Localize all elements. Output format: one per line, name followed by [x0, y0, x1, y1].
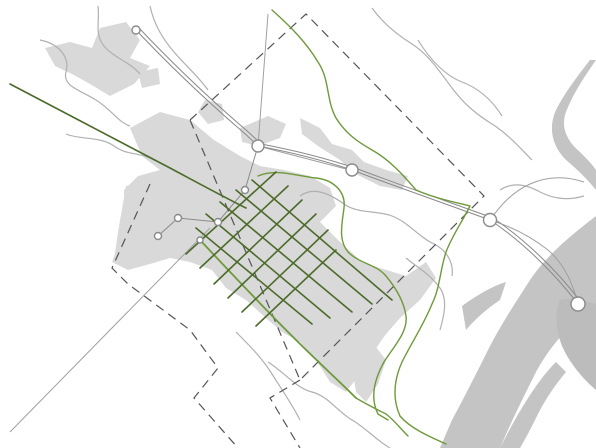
- green-outer-loop: [271, 9, 471, 445]
- urban-area-north: [45, 22, 150, 96]
- station-branch-3[interactable]: [173, 213, 183, 223]
- station-east-hub[interactable]: [345, 163, 359, 177]
- urban-area-mid-north: [240, 116, 286, 146]
- stream-south-meander: [267, 361, 391, 448]
- stream-west: [65, 133, 155, 161]
- station-far-east[interactable]: [570, 296, 586, 312]
- station-branch-4[interactable]: [153, 231, 163, 241]
- grid-se-2: [219, 201, 353, 313]
- rail-line-b: [138, 27, 582, 303]
- green-west-corridor: [9, 83, 247, 209]
- stream-north-3: [149, 5, 209, 91]
- green-south-diagonal: [199, 239, 357, 399]
- green-south-spine: [355, 397, 409, 437]
- urban-area-west-lobe: [114, 180, 206, 268]
- green-inner-loop: [257, 171, 407, 421]
- urban-area-southeast-tongue: [350, 342, 386, 402]
- stream-north-2: [97, 5, 141, 75]
- river-south-branch: [500, 362, 566, 448]
- stream-north-1: [39, 39, 131, 127]
- road-east-to-river: [489, 219, 579, 305]
- stream-southwest: [235, 331, 301, 421]
- station-river-crossing[interactable]: [482, 212, 498, 228]
- road-southwest-diagonal: [9, 227, 211, 433]
- grid-ne-2: [213, 199, 303, 285]
- grid-se-4: [251, 179, 393, 301]
- grid-se-1: [205, 213, 331, 319]
- green-corridors: [9, 9, 471, 445]
- station-grid-west[interactable]: [196, 236, 204, 244]
- grid-se-3: [235, 189, 373, 305]
- stream-central-meander: [299, 190, 453, 277]
- boundary-south: [269, 379, 301, 448]
- grid-ne-4: [241, 229, 329, 313]
- boundary-planning-area: [189, 13, 485, 382]
- streams: [39, 5, 585, 448]
- river-north-arm: [551, 60, 596, 190]
- grid-se-5: [195, 227, 313, 325]
- station-north-terminal[interactable]: [131, 25, 141, 35]
- boundary-municipal: [111, 183, 239, 448]
- rail-line-a: [135, 29, 579, 305]
- green-street-grid: [185, 171, 393, 327]
- urban-area-nw-patch: [138, 68, 160, 88]
- stream-east-2: [417, 39, 503, 117]
- station-central-hub[interactable]: [251, 139, 265, 153]
- grid-ne-3: [227, 213, 317, 299]
- urban-areas: [45, 22, 436, 402]
- urban-area-ne-patch: [300, 118, 408, 190]
- stream-south-east: [405, 257, 446, 331]
- river-east-island-bank: [556, 298, 596, 390]
- river-west-channel: [462, 282, 506, 330]
- river: [440, 60, 596, 448]
- station-branch-1[interactable]: [240, 185, 250, 195]
- grid-ne-1: [199, 185, 289, 269]
- stream-east-1: [371, 7, 533, 161]
- station-branch-2[interactable]: [213, 217, 223, 227]
- stations: [131, 25, 586, 312]
- road-east-north: [489, 177, 585, 221]
- stream-far-east: [499, 184, 585, 200]
- boundaries: [111, 13, 485, 448]
- road-node-to-node: [257, 145, 351, 171]
- road-north-to-node: [257, 13, 269, 147]
- roads: [9, 13, 585, 433]
- urban-area-central: [112, 112, 436, 392]
